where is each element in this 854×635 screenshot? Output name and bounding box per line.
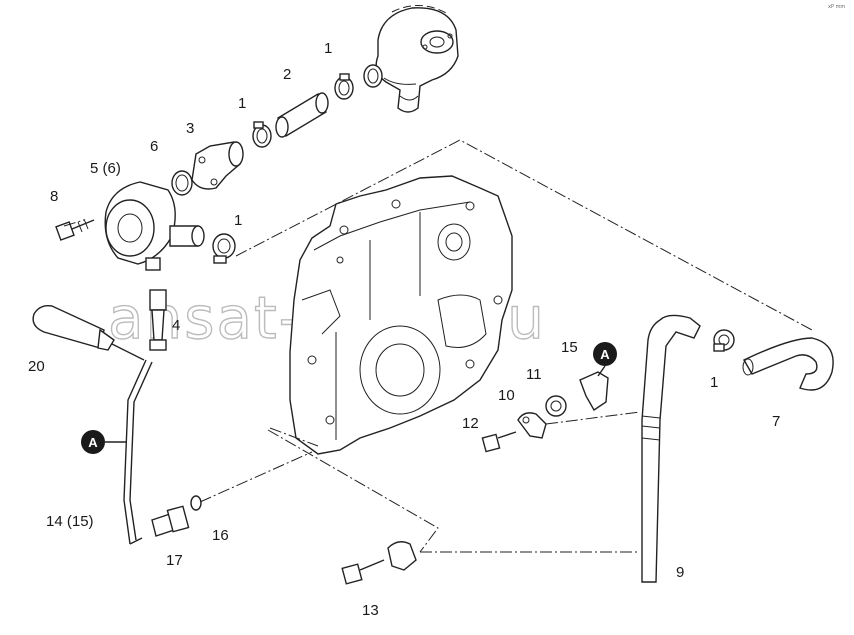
label-5-6: 5 (6) [90,160,121,177]
label-20: 20 [28,358,45,375]
svg-text:A: A [88,435,98,450]
hose-clamp-1a [334,73,354,100]
fitting-4 [149,289,167,351]
label-1-lower: 1 [234,212,242,229]
svg-text:A: A [600,347,610,362]
label-2: 2 [283,66,291,83]
hose-clamp-1c [212,233,236,264]
label-17: 17 [166,552,183,569]
label-8: 8 [50,188,58,205]
hose-2 [275,92,329,138]
hose-7 [742,337,834,391]
label-7: 7 [772,413,780,430]
corner-mark: xP mm [828,4,845,10]
label-13: 13 [362,602,379,619]
sealant-tube-20 [32,304,145,361]
seal-ring-upper [363,64,383,88]
label-1-right: 1 [710,374,718,391]
callout-a-left: A [81,430,126,454]
hose-clamp-1b [252,121,272,148]
label-1-middle: 1 [238,95,246,112]
label-10: 10 [498,387,515,404]
bolt-12 [481,431,517,453]
filter-adapter-5 [104,181,205,271]
label-6: 6 [150,138,158,155]
spacer-11 [545,395,567,417]
seal-16 [190,495,202,511]
label-15: 15 [561,339,578,356]
label-12: 12 [462,415,479,432]
clip-15 [579,371,609,411]
label-16: 16 [212,527,229,544]
label-4: 4 [172,317,180,334]
gear-case-housing [289,175,513,455]
label-11: 11 [526,366,542,383]
callout-a-right: A [593,342,617,377]
reference-lines [63,139,813,553]
label-9: 9 [676,564,684,581]
pipe-9 [641,314,701,583]
hose-clamp-1d [713,329,735,352]
label-1-top: 1 [324,40,332,57]
bolt-13 [341,541,417,585]
seal-ring-6 [171,170,193,196]
thermostat-housing [375,5,459,113]
dipstick-guide-14 [123,359,153,545]
pipe-3-flange [191,141,244,190]
fitting-17 [151,505,190,537]
label-14-15: 14 (15) [46,513,94,530]
label-3: 3 [186,120,194,137]
clamp-10 [517,412,547,439]
part-labels: 1 2 1 3 6 5 (6) 8 1 4 20 15 11 10 12 1 7… [28,40,780,619]
bolt-8 [55,218,95,241]
